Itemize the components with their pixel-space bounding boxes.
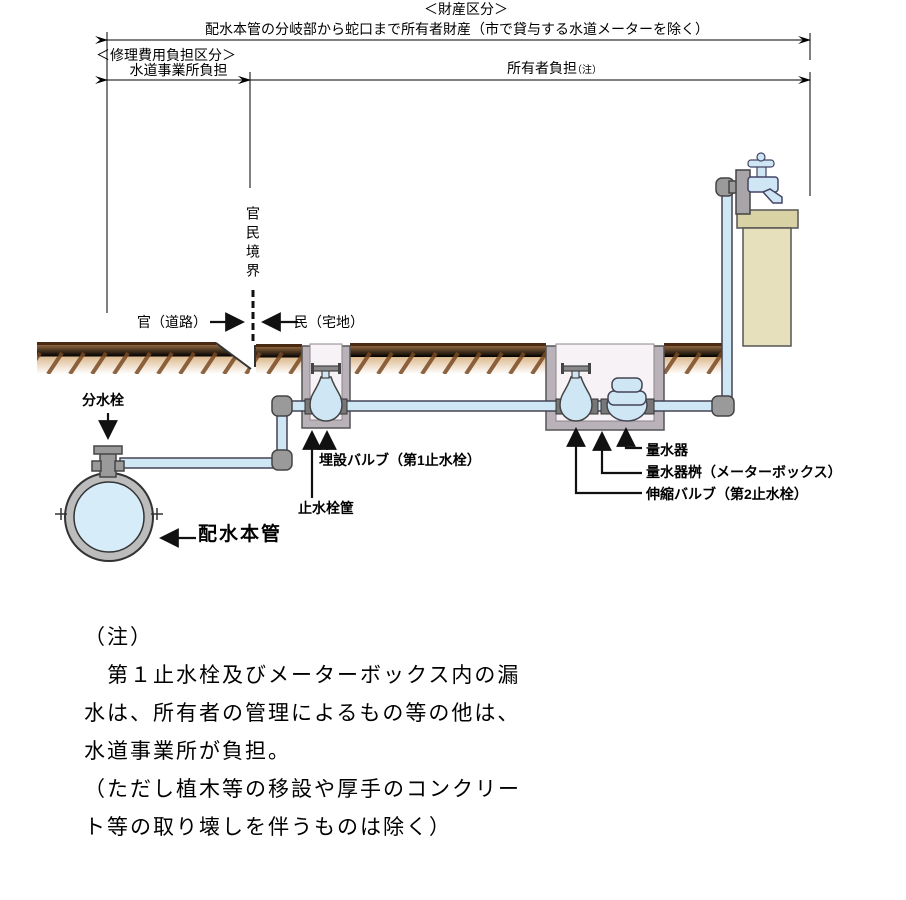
ground-band <box>37 342 727 374</box>
footnote-line: 第１止水栓及びメーターボックス内の漏 <box>84 663 521 687</box>
meter-box-label: 量水器桝（メーターボックス） <box>646 464 842 480</box>
property-division-desc: 配水本管の分岐部から蛇口まで所有者財産（市で貸与する水道メーターを除く） <box>205 21 709 37</box>
distribution-main-label: 配水本管 <box>198 524 283 545</box>
repair-cost-title: ＜修理費用負担区分＞ <box>96 47 236 63</box>
footnote-line: ト等の取り壊しを伴うものは除く） <box>84 815 452 839</box>
tapping-valve-shape <box>91 445 125 478</box>
pipe-elbows <box>271 177 740 471</box>
tapping-valve-label: 分水栓 <box>82 392 124 408</box>
public-private-boundary-label: 官民境界 <box>245 206 261 282</box>
expansion-valve-label: 伸縮バルブ（第2止水栓） <box>646 486 808 502</box>
utility-burden-label: 水道事業所負担 <box>129 62 228 78</box>
footnote-line: （注） <box>84 625 153 649</box>
dimension-lines <box>95 32 812 313</box>
water-meter-shape <box>600 377 655 422</box>
footnote-line: 水は、所有者の管理によるもの等の他は、 <box>84 701 521 725</box>
footnote-block: （注） 第１止水栓及びメーターボックス内の漏 水は、所有者の管理によるもの等の他… <box>84 618 644 846</box>
footnote-line: （ただし植木等の移設や厚手のコンクリー <box>84 777 521 801</box>
water-meter-label: 量水器 <box>646 442 688 458</box>
property-division-title: ＜財産区分＞ <box>424 1 508 17</box>
distribution-main-shape <box>55 472 163 562</box>
public-road-label: 官（道路） <box>137 314 207 330</box>
footnote-line: 水道事業所が負担。 <box>84 739 291 763</box>
label-arrows <box>98 413 642 548</box>
diagram-graphics <box>37 32 812 562</box>
owner-burden-note-ref: （注） <box>572 65 602 76</box>
faucet-shape <box>735 152 783 215</box>
private-land-label: 民（宅地） <box>294 314 364 330</box>
stop-valve-box-label: 止水栓筐 <box>298 500 354 516</box>
owner-burden-label: 所有者負担 <box>507 60 577 76</box>
tap-stand <box>736 209 799 347</box>
buried-valve-shape <box>304 363 348 422</box>
buried-valve-label: 埋設バルブ（第1止水栓） <box>319 452 481 468</box>
expansion-valve-shape <box>555 363 599 422</box>
meter-box-shape <box>545 343 665 431</box>
